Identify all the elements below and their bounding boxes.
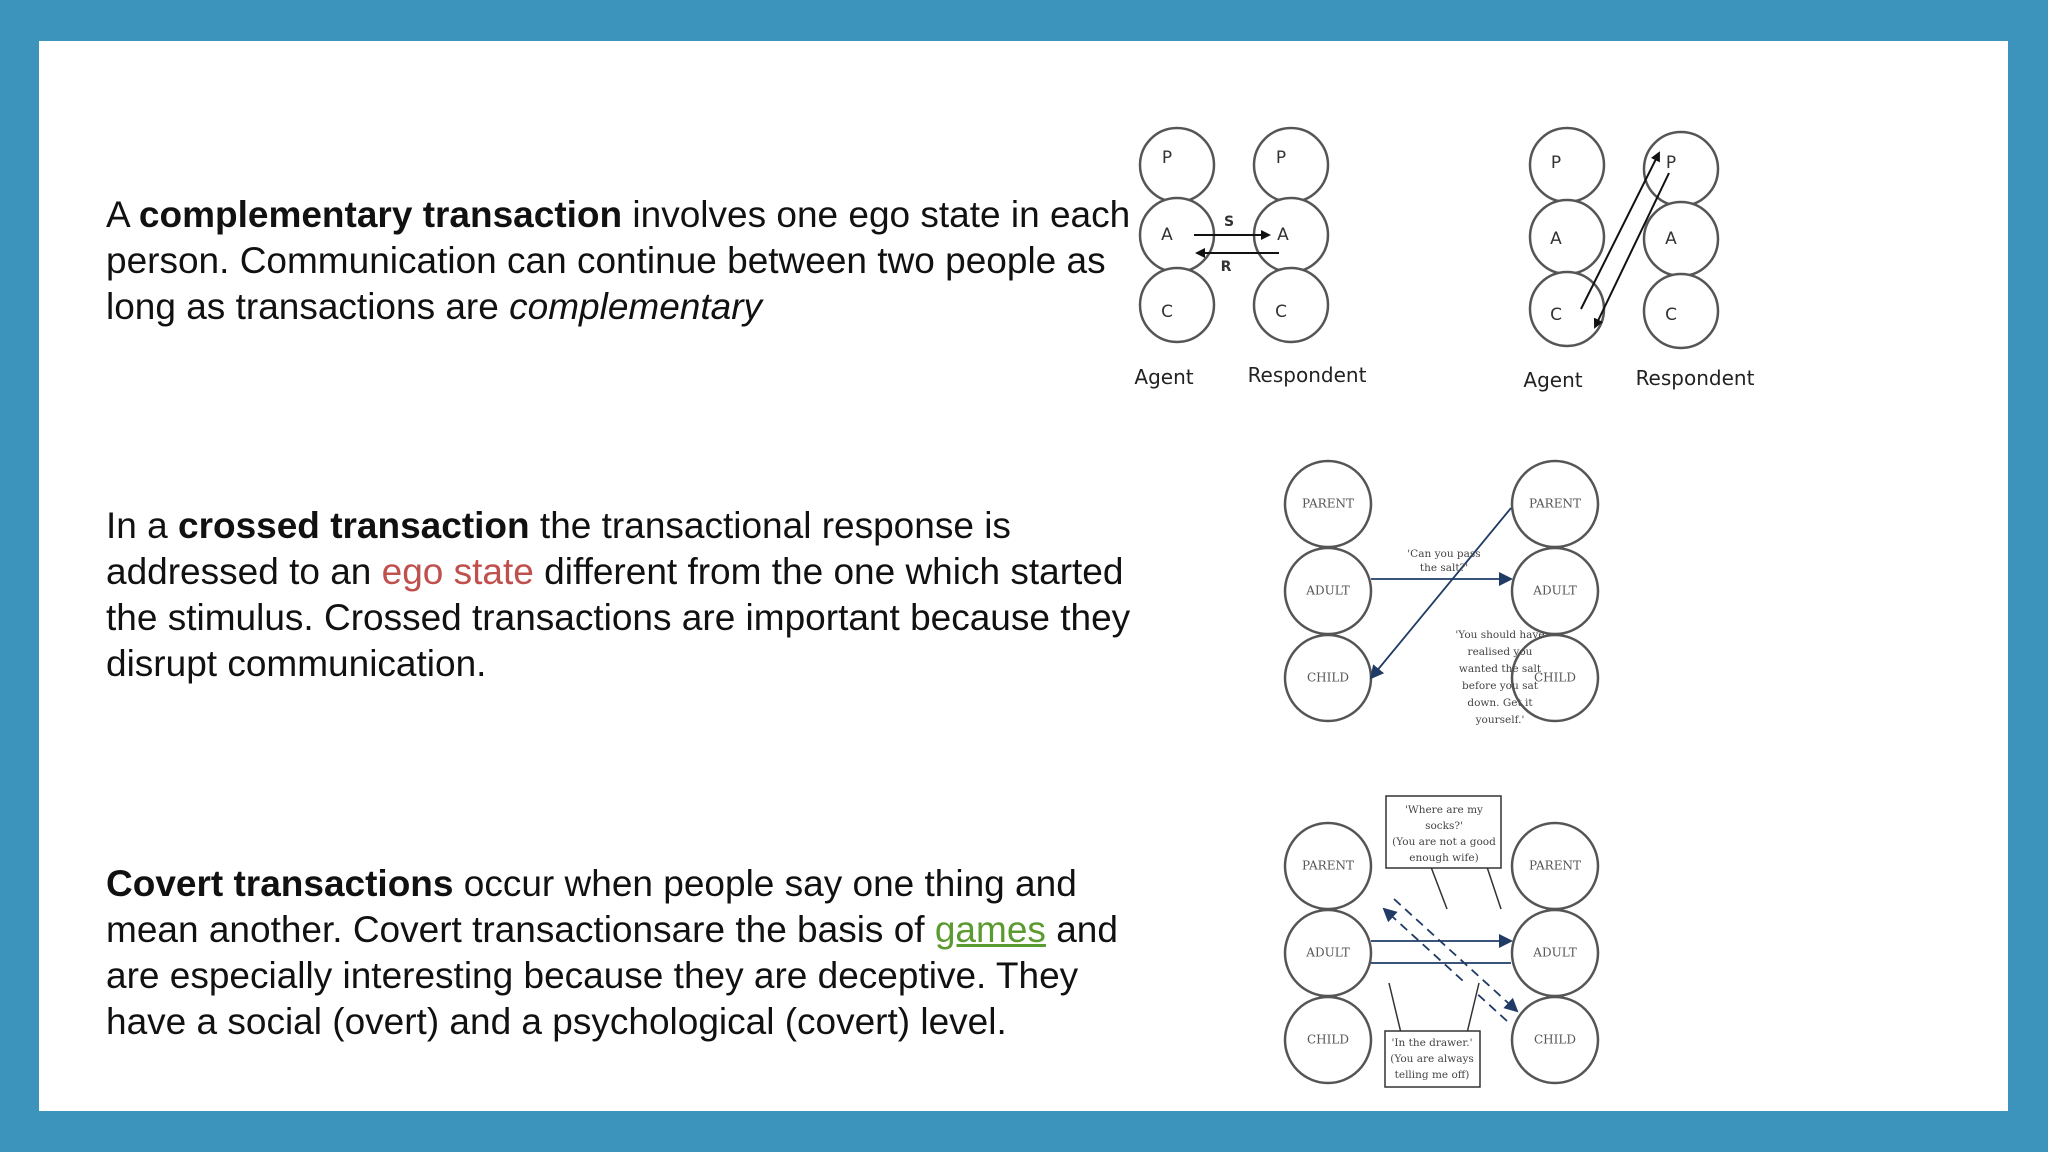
p2-text-end: different from the one which started the… xyxy=(106,551,1131,684)
p3-text-body: occur when people say one thing and mean… xyxy=(106,863,1077,950)
ego-state-circle xyxy=(1138,266,1216,344)
covert-stimulus-arrow xyxy=(1393,898,1519,1013)
note-line: yourself.' xyxy=(1475,714,1525,726)
ego-state-circle xyxy=(1252,266,1330,344)
note-line: telling me off) xyxy=(1395,1069,1470,1081)
note-line: 'Can you pass xyxy=(1407,548,1480,560)
ego-state-circle xyxy=(1528,126,1606,204)
p1-italic-term: complementary xyxy=(509,286,763,327)
ego-state-link[interactable]: ego state xyxy=(381,551,534,592)
agent-ego-states: P A C xyxy=(1528,126,1606,348)
p3-text-end: and are especially interesting because t… xyxy=(106,909,1118,1042)
p2-text-start: In a xyxy=(106,505,178,546)
state-label: C xyxy=(1665,305,1677,325)
note-line: 'Where are my xyxy=(1405,804,1483,816)
state-label: CHILD xyxy=(1534,1033,1576,1047)
response-arrow xyxy=(1593,172,1670,329)
state-label: A xyxy=(1665,229,1677,249)
complementary-paragraph: A complementary transaction involves one… xyxy=(106,192,1136,330)
complementary-diagram-child-parent: P A C P A C Agent Respondent xyxy=(1523,126,1755,392)
state-label: ADULT xyxy=(1532,584,1576,598)
covert-response-arrow xyxy=(1382,907,1508,1022)
state-label: CHILD xyxy=(1307,671,1349,685)
note-line: down. Get it xyxy=(1467,697,1533,709)
p1-term: complementary transaction xyxy=(138,194,623,235)
state-label: ADULT xyxy=(1532,946,1576,960)
stimulus-callout: 'Where are my socks?' (You are not a goo… xyxy=(1385,795,1502,910)
covert-paragraph: Covert transactions occur when people sa… xyxy=(106,861,1136,1045)
agent-ego-states: PARENT ADULT CHILD xyxy=(1283,459,1373,723)
state-label: A xyxy=(1277,225,1289,245)
respondent-caption: Respondent xyxy=(1248,363,1367,387)
respondent-caption: Respondent xyxy=(1636,366,1755,390)
state-label: ADULT xyxy=(1305,946,1349,960)
diagrams-canvas: P A C P A C S R Agent Respondent xyxy=(1134,126,1755,1088)
covert-diagram: PARENT ADULT CHILD PARENT ADULT CHILD 'W… xyxy=(1283,795,1600,1088)
state-label: CHILD xyxy=(1307,1033,1349,1047)
state-label: PARENT xyxy=(1302,859,1354,873)
state-label: C xyxy=(1275,302,1287,322)
state-label: A xyxy=(1161,225,1173,245)
ego-state-circle xyxy=(1138,126,1216,204)
ego-state-circle xyxy=(1510,633,1600,723)
state-label: PARENT xyxy=(1302,497,1354,511)
stimulus-speech: 'Can you pass the salt?' xyxy=(1407,548,1480,574)
stimulus-label: S xyxy=(1224,214,1234,230)
agent-caption: Agent xyxy=(1523,368,1582,392)
note-line: (You are always xyxy=(1390,1053,1474,1065)
p1-text-start: A xyxy=(106,194,139,235)
agent-ego-states: PARENT ADULT CHILD xyxy=(1283,821,1373,1085)
state-label: P xyxy=(1666,153,1676,173)
ego-state-circle xyxy=(1510,995,1600,1085)
state-label: PARENT xyxy=(1529,859,1581,873)
state-label: A xyxy=(1550,229,1562,249)
state-label: P xyxy=(1162,148,1172,168)
response-speech: 'You should have realised you wanted the… xyxy=(1455,629,1544,726)
response-arrow xyxy=(1369,507,1512,680)
note-line: 'In the drawer.' xyxy=(1392,1037,1473,1049)
note-line: enough wife) xyxy=(1409,852,1478,864)
note-line: (You are not a good xyxy=(1392,836,1496,848)
crossed-diagram: PARENT ADULT CHILD PARENT ADULT CHILD 'C… xyxy=(1283,459,1600,726)
state-label: P xyxy=(1276,148,1286,168)
note-line: the salt?' xyxy=(1420,562,1468,574)
ego-state-circle xyxy=(1283,995,1373,1085)
crossed-paragraph: In a crossed transaction the transaction… xyxy=(106,503,1136,687)
note-line: realised you xyxy=(1468,646,1533,658)
state-label: CHILD xyxy=(1534,671,1576,685)
note-line: 'You should have xyxy=(1455,629,1544,641)
state-label: PARENT xyxy=(1529,497,1581,511)
respondent-ego-states: PARENT ADULT CHILD xyxy=(1510,821,1600,1085)
note-line: wanted the salt xyxy=(1459,663,1542,675)
agent-caption: Agent xyxy=(1134,365,1193,389)
state-label: C xyxy=(1161,302,1173,322)
respondent-ego-states: PARENT ADULT CHILD xyxy=(1510,459,1600,723)
state-label: C xyxy=(1550,305,1562,325)
p2-term: crossed transaction xyxy=(178,505,530,546)
respondent-ego-states: P A C xyxy=(1642,130,1720,350)
stimulus-arrow xyxy=(1580,151,1660,310)
ego-state-circle xyxy=(1642,130,1720,208)
note-line: before you sat xyxy=(1462,680,1539,692)
state-label: P xyxy=(1551,153,1561,173)
note-line: socks?' xyxy=(1425,820,1463,832)
response-label: R xyxy=(1221,259,1232,275)
ego-state-circle xyxy=(1252,126,1330,204)
p1-text-body: involves one ego state in each person. C… xyxy=(106,194,1131,327)
games-link[interactable]: games xyxy=(934,909,1046,950)
p3-term: Covert transactions xyxy=(106,863,454,904)
complementary-diagram: P A C P A C S R Agent Respondent xyxy=(1134,126,1367,389)
ego-state-circle xyxy=(1642,272,1720,350)
slide: A complementary transaction involves one… xyxy=(39,41,2008,1111)
p2-text-body: the transactional response is addressed … xyxy=(106,505,1011,592)
ego-state-circle xyxy=(1642,200,1720,278)
ego-state-circle xyxy=(1528,198,1606,276)
response-callout: 'In the drawer.' (You are always telling… xyxy=(1384,982,1481,1088)
state-label: ADULT xyxy=(1305,584,1349,598)
